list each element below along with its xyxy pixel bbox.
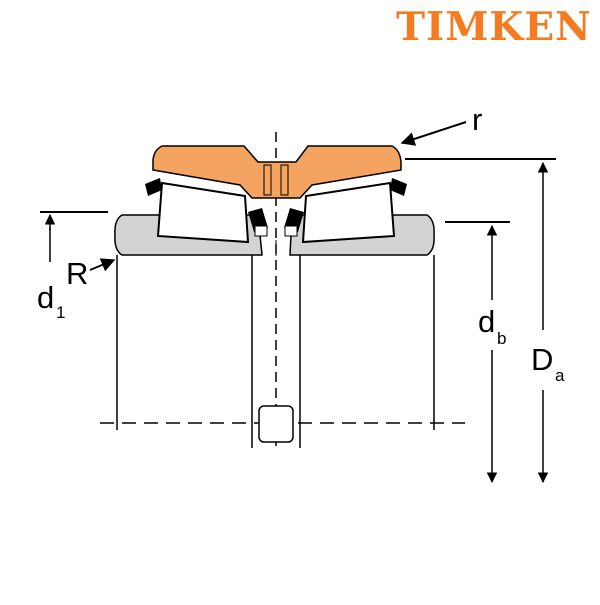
label-Da-sub: a xyxy=(555,366,565,385)
R-leader-arrow xyxy=(89,258,116,272)
label-db-main: d xyxy=(478,304,495,339)
label-db-sub: b xyxy=(497,329,506,348)
right-cage-top xyxy=(390,178,407,196)
left-inner-seal xyxy=(254,225,268,237)
cup-center-rib-left xyxy=(263,164,272,196)
right-roller xyxy=(301,181,396,244)
label-Da-main: D xyxy=(531,342,553,377)
double-cup xyxy=(152,145,402,199)
oil-hole-box xyxy=(258,405,294,443)
label-R: R xyxy=(66,256,88,291)
cup-center-rib-right xyxy=(280,164,289,196)
label-d1-sub: 1 xyxy=(56,303,65,322)
left-cage-top xyxy=(145,178,162,196)
r-leader-arrow xyxy=(400,121,467,146)
right-inner-seal xyxy=(284,225,298,237)
timken-logo: TIMKEN xyxy=(396,4,592,50)
left-roller xyxy=(156,181,250,244)
label-r: r xyxy=(472,102,482,137)
label-d1-main: d xyxy=(37,280,54,315)
